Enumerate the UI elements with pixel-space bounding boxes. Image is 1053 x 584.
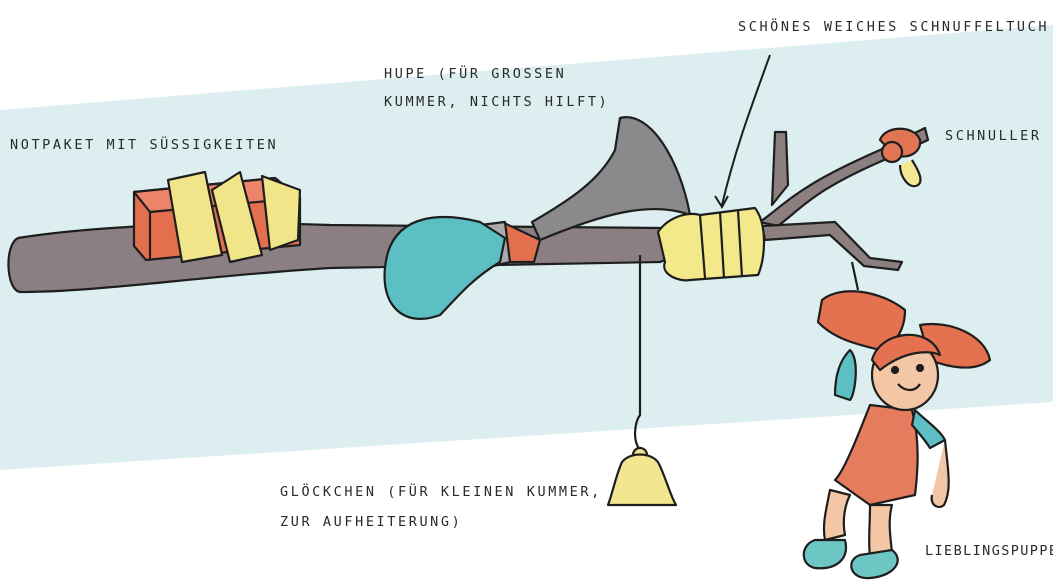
label-schnuffeltuch: SCHÖNES WEICHES SCHNUFFELTUCH	[738, 21, 1049, 35]
label-gloeckchen-line-2: ZUR AUFHEITERUNG)	[280, 516, 602, 530]
label-puppe-text: LIEBLINGSPUPPE	[925, 545, 1053, 559]
label-hupe-line-1: HUPE (FÜR GROSSEN	[384, 68, 609, 82]
label-hupe: HUPE (FÜR GROSSEN KUMMER, NICHTS HILFT)	[384, 68, 609, 109]
label-notpaket-text: NOTPAKET MIT SÜSSIGKEITEN	[10, 139, 278, 153]
label-schnuffeltuch-text: SCHÖNES WEICHES SCHNUFFELTUCH	[738, 21, 1049, 35]
label-schnuller: SCHNULLER	[945, 130, 1042, 144]
cloth-icon	[658, 208, 764, 280]
label-schnuller-text: SCHNULLER	[945, 130, 1042, 144]
label-gloeckchen-line-1: GLÖCKCHEN (FÜR KLEINEN KUMMER,	[280, 486, 602, 500]
label-notpaket: NOTPAKET MIT SÜSSIGKEITEN	[10, 139, 278, 153]
label-hupe-line-2: KUMMER, NICHTS HILFT)	[384, 96, 609, 110]
label-gloeckchen: GLÖCKCHEN (FÜR KLEINEN KUMMER, ZUR AUFHE…	[280, 486, 602, 529]
label-puppe: LIEBLINGSPUPPE	[925, 545, 1053, 559]
